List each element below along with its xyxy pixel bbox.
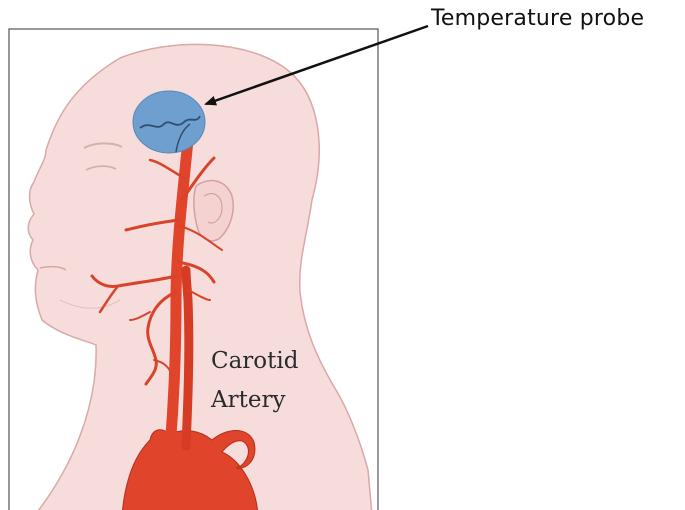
artery-label: Artery xyxy=(211,387,285,413)
carotid-artery-secondary xyxy=(186,270,189,446)
temperature-probe-label: Temperature probe xyxy=(431,6,644,31)
carotid-label: Carotid xyxy=(211,348,298,374)
